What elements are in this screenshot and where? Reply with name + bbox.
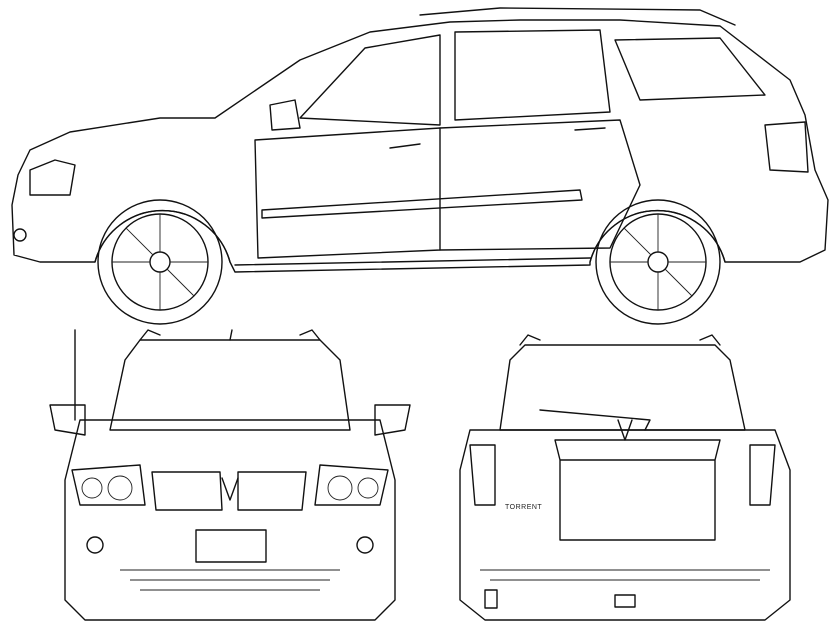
front-door [254,127,441,259]
headlight [29,159,76,196]
taillight [764,121,809,173]
left-headlight [71,464,146,506]
rear-badge: TORRENT [505,504,542,511]
license-plate [195,529,267,563]
windshield [109,339,351,431]
front-wheel [97,199,223,325]
side-mirrors [49,404,411,436]
quarter-window [614,37,766,101]
rear-door [439,119,641,251]
right-headlight [314,464,389,506]
roof-rail [419,7,736,26]
side-mirror [269,99,301,131]
hitch [614,594,636,608]
rear-view: TORRENT [459,334,791,621]
emblem-icon [221,477,239,501]
rear-wiper [539,409,651,431]
rear-body [459,429,791,621]
grille [151,471,307,511]
emblem-icon [617,419,633,441]
rear-wheel [595,199,721,325]
front-view [49,329,411,621]
taillights [469,444,776,506]
side-view [11,7,829,325]
front-body [64,419,396,621]
front-window [299,34,441,126]
exhaust [484,589,498,609]
liftgate [554,439,721,541]
rear-window [454,29,611,121]
